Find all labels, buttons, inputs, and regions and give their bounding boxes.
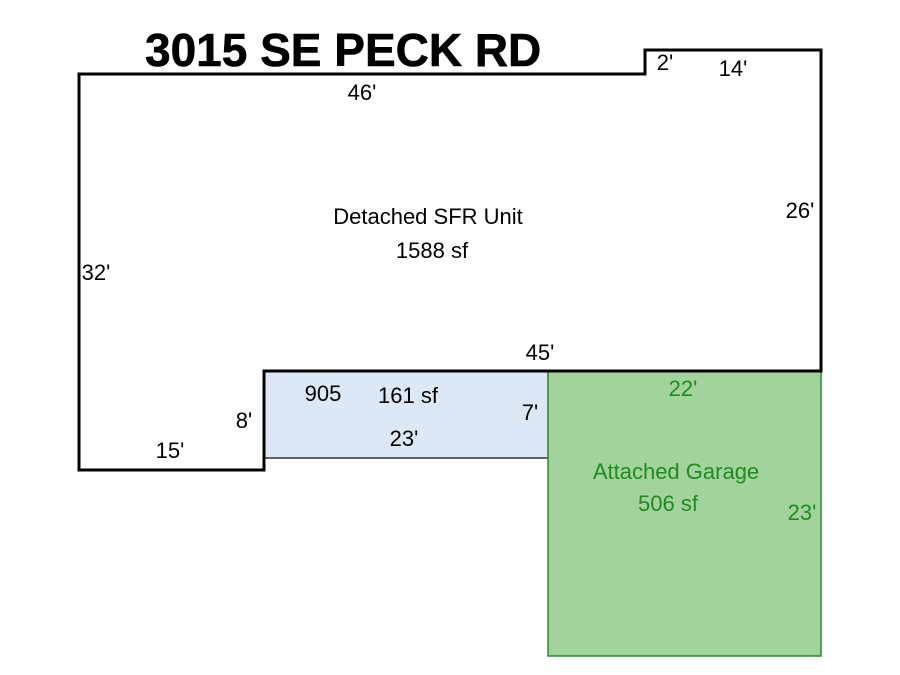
addition-dim-right: 7' <box>522 400 538 425</box>
dim-step: 8' <box>236 408 252 433</box>
garage-area-label: 506 sf <box>638 491 699 516</box>
dim-top-left: 46' <box>348 80 377 105</box>
garage-dim-top: 22' <box>669 376 698 401</box>
addition-code: 905 <box>305 381 342 406</box>
garage-dim-right: 23' <box>788 500 817 525</box>
property-address-title: 3015 SE PECK RD <box>145 24 541 76</box>
addition-dim-bottom: 23' <box>390 426 419 451</box>
main-unit-name: Detached SFR Unit <box>333 204 523 229</box>
dim-bottom-right: 45' <box>526 340 555 365</box>
garage-name: Attached Garage <box>593 459 759 484</box>
garage-area <box>547 370 822 657</box>
main-unit-outline <box>77 48 823 472</box>
dim-right: 26' <box>786 198 815 223</box>
dim-left: 32' <box>82 260 111 285</box>
addition-area-label: 161 sf <box>378 383 439 408</box>
addition-area <box>263 370 549 459</box>
dim-top-right: 14' <box>719 56 748 81</box>
main-unit-area: 1588 sf <box>396 238 469 263</box>
dim-bottom-left: 15' <box>156 438 185 463</box>
dim-top-step: 2' <box>657 50 673 75</box>
